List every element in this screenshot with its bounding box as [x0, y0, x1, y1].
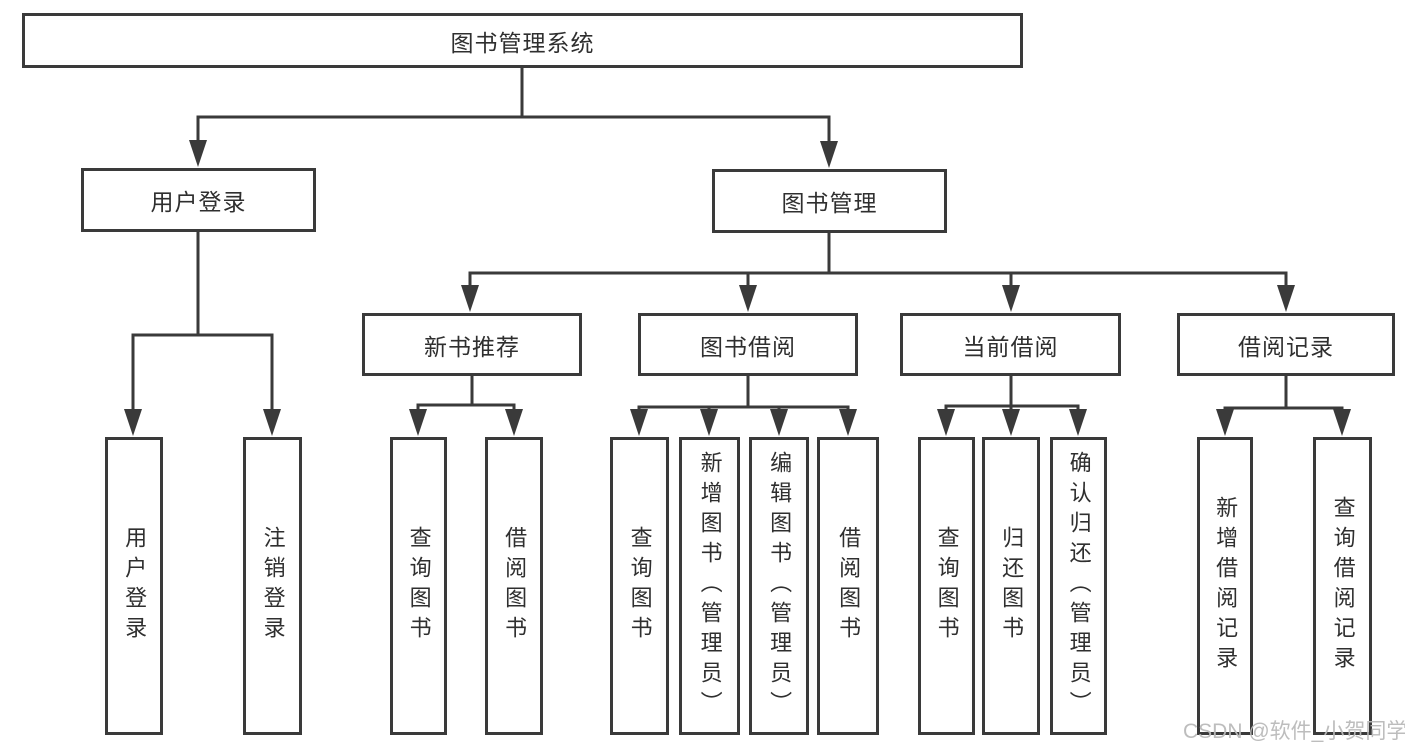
connector-newbook-to-leaves	[416, 374, 516, 414]
leaf-edit-book-admin-label: 编辑图书（管理员）	[767, 451, 793, 721]
leaf-query-book-current: 查询图书	[918, 437, 975, 735]
node-library-system-label: 图书管理系统	[450, 29, 595, 56]
leaf-query-book-current-label: 查询图书	[934, 526, 960, 646]
leaf-edit-book-admin: 编辑图书（管理员）	[749, 437, 809, 735]
node-book-borrowing: 图书借阅	[638, 313, 858, 376]
csdn-watermark: CSDN @软件_小贺同学	[1183, 720, 1405, 743]
leaf-return-book: 归还图书	[982, 437, 1040, 735]
connector-current-to-leaves	[944, 375, 1080, 414]
leaf-borrow-book-recommend-label: 借阅图书	[502, 526, 528, 646]
connector-records-to-leaves	[1223, 374, 1344, 414]
node-new-book-recommend-label: 新书推荐	[424, 333, 520, 360]
leaf-query-book-borrowing: 查询图书	[610, 437, 669, 735]
leaf-add-borrow-record-label: 新增借阅记录	[1213, 496, 1239, 676]
leaf-add-book-admin-label: 新增图书（管理员）	[697, 451, 723, 721]
leaf-query-book-recommend: 查询图书	[390, 437, 447, 735]
connector-borrow-to-leaves	[637, 374, 850, 414]
node-user-login: 用户登录	[81, 168, 316, 232]
connector-bookmgmt-to-level2	[468, 231, 1288, 290]
leaf-confirm-return-admin-label: 确认归还（管理员）	[1066, 451, 1092, 721]
leaf-borrow-book-recommend: 借阅图书	[485, 437, 543, 735]
node-library-system: 图书管理系统	[22, 13, 1023, 68]
node-user-login-label: 用户登录	[150, 189, 247, 215]
node-borrowing-records-label: 借阅记录	[1238, 333, 1334, 360]
node-current-borrowing: 当前借阅	[900, 313, 1121, 376]
node-new-book-recommend: 新书推荐	[362, 313, 582, 376]
leaf-user-login: 用户登录	[105, 437, 163, 735]
leaf-query-borrow-record-label: 查询借阅记录	[1330, 496, 1356, 676]
connector-userlogin-to-leaves	[131, 230, 274, 414]
node-current-borrowing-label: 当前借阅	[962, 333, 1059, 360]
leaf-query-book-recommend-label: 查询图书	[406, 526, 432, 646]
leaf-query-book-borrowing-label: 查询图书	[627, 526, 653, 646]
leaf-add-borrow-record: 新增借阅记录	[1197, 437, 1253, 735]
leaf-return-book-label: 归还图书	[999, 526, 1025, 646]
leaf-borrow-book-borrowing: 借阅图书	[817, 437, 879, 735]
node-book-management: 图书管理	[712, 169, 947, 233]
leaf-confirm-return-admin: 确认归还（管理员）	[1050, 437, 1107, 735]
node-book-borrowing-label: 图书借阅	[700, 333, 796, 360]
leaf-query-borrow-record: 查询借阅记录	[1313, 437, 1372, 735]
leaf-user-login-label: 用户登录	[122, 526, 148, 646]
leaf-logout-label: 注销登录	[260, 526, 286, 646]
leaf-add-book-admin: 新增图书（管理员）	[679, 437, 740, 735]
node-book-management-label: 图书管理	[781, 190, 878, 216]
leaf-borrow-book-borrowing-label: 借阅图书	[836, 526, 862, 646]
node-borrowing-records: 借阅记录	[1177, 313, 1395, 376]
connector-root-to-level1	[196, 66, 831, 147]
leaf-logout: 注销登录	[243, 437, 302, 735]
